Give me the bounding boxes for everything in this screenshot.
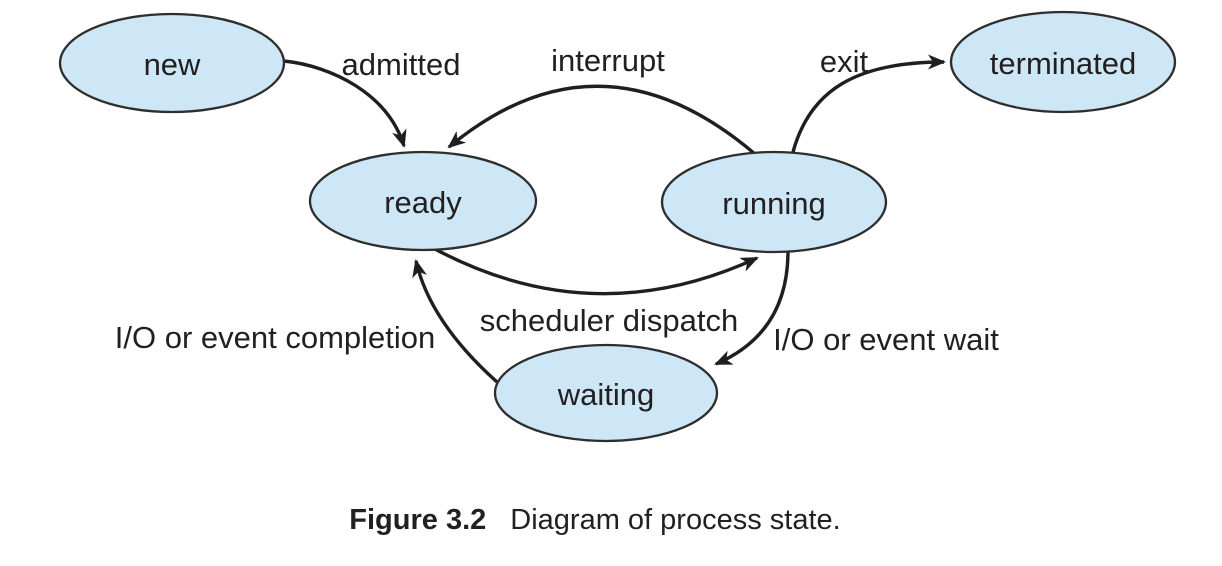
transition-scheduler-dispatch-arrow [432, 246, 759, 296]
transition-exit-arrow [791, 54, 946, 153]
transition-scheduler-dispatch-label: scheduler dispatch [480, 303, 739, 338]
state-waiting-ellipse [493, 343, 719, 443]
transition-admitted-label: admitted [342, 47, 461, 82]
state-nodes: new ready running waiting terminated [58, 10, 1177, 443]
state-terminated: terminated [949, 10, 1177, 114]
transition-io-wait-arrow [714, 250, 790, 366]
figure-number: Figure 3.2 [349, 504, 487, 536]
transition-io-wait-label: I/O or event wait [773, 322, 999, 357]
state-running-label: running [722, 186, 825, 221]
state-new: new [58, 12, 286, 114]
state-terminated-ellipse [949, 10, 1177, 114]
state-running: running [660, 150, 888, 254]
transition-exit-label: exit [820, 44, 869, 79]
state-ready-ellipse [308, 150, 538, 252]
state-running-ellipse [660, 150, 888, 254]
figure-caption: Figure 3.2 Diagram of process state. [0, 504, 1190, 537]
transition-labels: admitted interrupt exit scheduler dispat… [115, 43, 999, 357]
state-ready-label: ready [384, 185, 462, 220]
transition-interrupt-label: interrupt [551, 43, 665, 78]
state-new-label: new [144, 47, 201, 82]
caption-text: Diagram of process state. [510, 504, 841, 536]
transition-io-completion-arrow [412, 259, 499, 384]
state-ready: ready [308, 150, 538, 252]
transition-io-completion-label: I/O or event completion [115, 320, 436, 355]
state-terminated-label: terminated [990, 46, 1136, 81]
state-waiting-label: waiting [557, 377, 655, 412]
state-waiting: waiting [493, 343, 719, 443]
transition-admitted-arrow [283, 59, 407, 148]
state-new-ellipse [58, 12, 286, 114]
transition-arrows [283, 54, 946, 384]
transition-interrupt-arrow [447, 84, 757, 156]
